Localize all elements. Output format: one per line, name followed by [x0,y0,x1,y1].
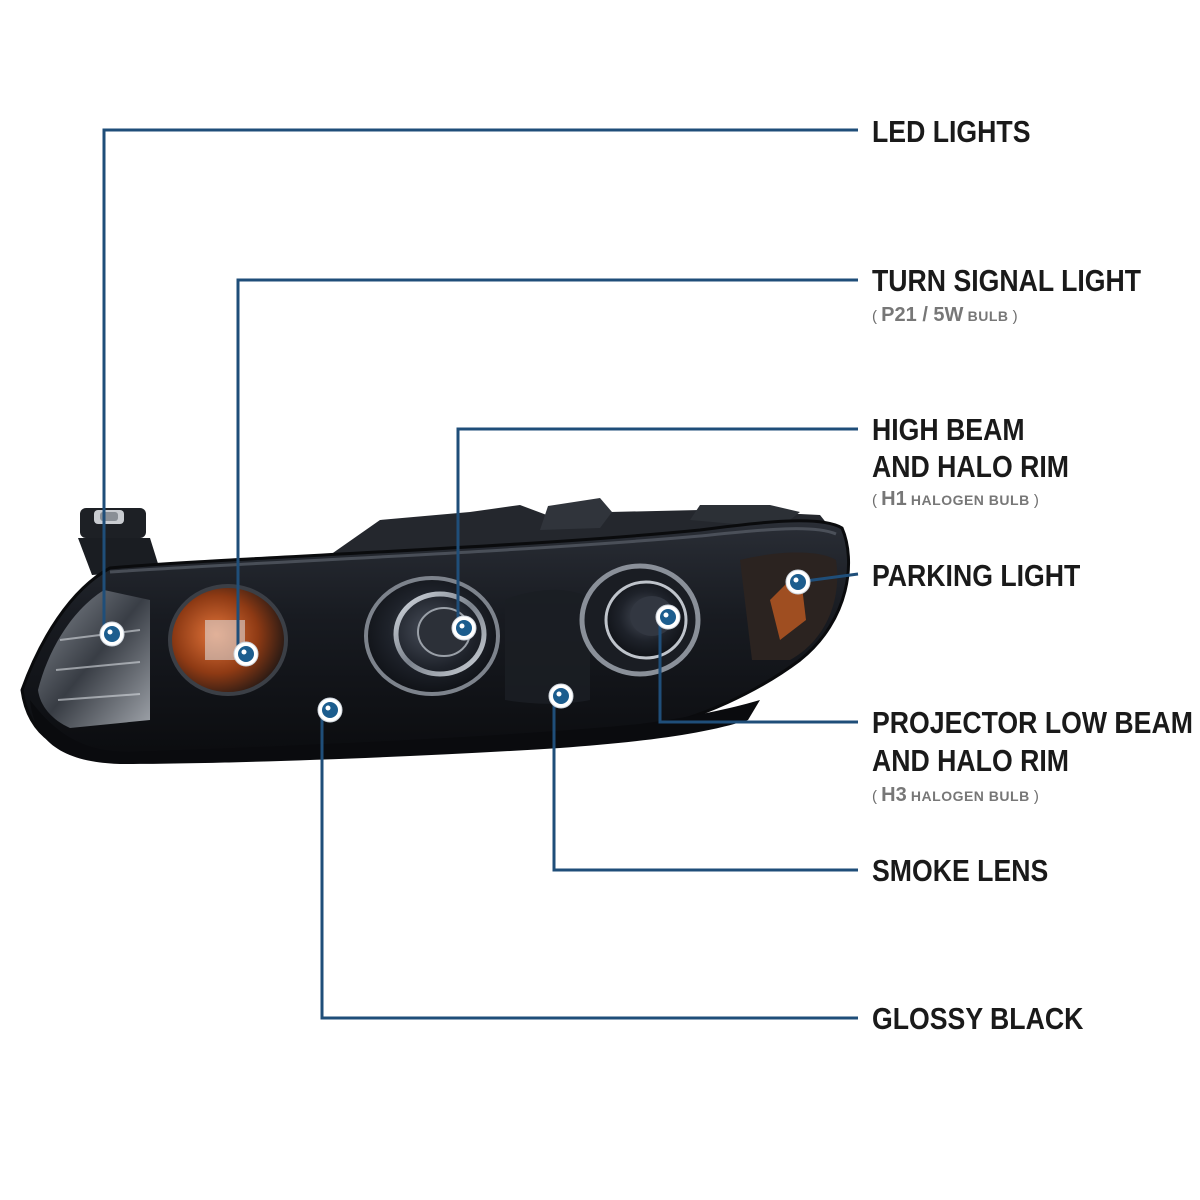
callout-dot-high [451,615,477,641]
leader-line-smoke [552,696,858,872]
sublabel-bulb-code: P21 / 5W [881,304,964,326]
callout-dot-glossy [317,697,343,723]
smoke-panel [505,589,590,704]
sublabel-close-paren: ) [1029,788,1039,805]
callout-dot-parking [785,569,811,595]
callout-dot-led [99,621,125,647]
headlight-assembly [20,498,851,764]
sublabel-open-paren: ( [872,308,882,325]
label-low-beam-line2: AND HALO RIM [872,743,1069,778]
label-parking-light: PARKING LIGHT [872,558,1081,593]
rear-bracket [540,498,612,530]
label-low-beam-line1: PROJECTOR LOW BEAM [872,705,1193,740]
label-led-lights: LED LIGHTS [872,114,1031,149]
label-high-beam-line1: HIGH BEAM [872,412,1025,447]
callout-dots [99,569,811,723]
sublabel-close-paren: ) [1008,308,1018,325]
sublabel-close-paren: ) [1029,492,1039,509]
sublabel-bulb-word: HALOGEN BULB [910,788,1030,804]
leader-lines [102,128,859,1020]
callout-dot-turn [233,641,259,667]
leader-line-glossy [320,710,858,1020]
lens-top-edge [109,527,837,574]
projector-low-beam [579,563,701,677]
sublabel-turn-signal-bulb: ( P21 / 5W BULB ) [872,304,1018,326]
leader-line-turn [236,278,858,654]
callout-dot-low [655,604,681,630]
sublabel-bulb-word: BULB [967,308,1009,324]
leader-line-low [658,617,858,724]
sublabel-open-paren: ( [872,788,882,805]
high-beam-reflector [364,576,500,696]
leader-line-high [456,427,858,628]
label-glossy-black: GLOSSY BLACK [872,1001,1084,1036]
label-smoke-lens: SMOKE LENS [872,853,1049,888]
sublabel-low-beam-bulb: ( H3 HALOGEN BULB ) [872,784,1039,806]
sublabel-high-beam-bulb: ( H1 HALOGEN BULB ) [872,488,1039,510]
sublabel-bulb-code: H1 [881,488,907,510]
label-high-beam-line2: AND HALO RIM [872,449,1069,484]
label-turn-signal-light: TURN SIGNAL LIGHT [872,263,1142,298]
led-clear-section [38,590,150,728]
sublabel-open-paren: ( [872,492,882,509]
sublabel-bulb-word: HALOGEN BULB [910,492,1030,508]
callout-dot-smoke [548,683,574,709]
sublabel-bulb-code: H3 [881,784,907,806]
leader-line-led [102,128,858,634]
housing-lower-lip [30,700,760,764]
